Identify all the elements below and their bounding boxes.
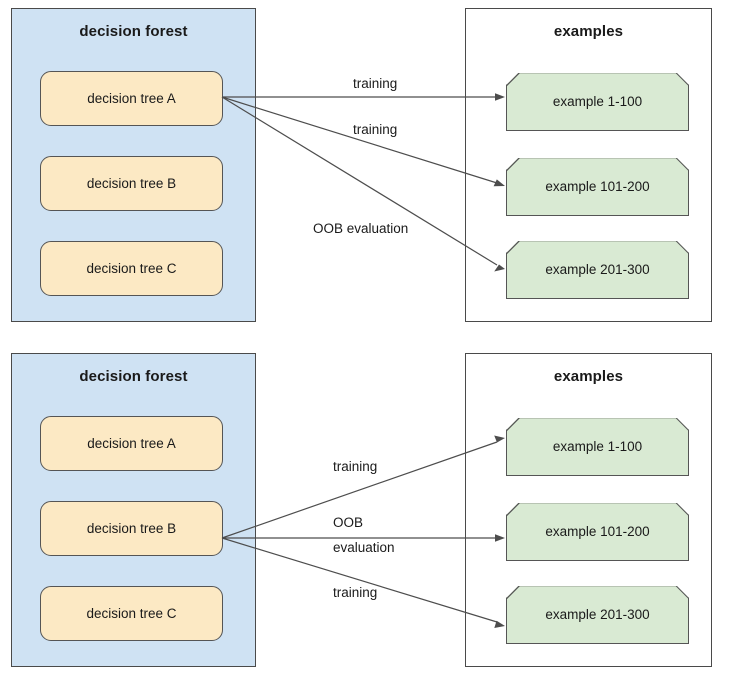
decision-tree-node-a[interactable]: decision tree A [40, 416, 223, 471]
example-node-label: example 101-200 [545, 179, 650, 194]
example-node-201-300[interactable]: example 201-300 [506, 241, 689, 299]
diagram-panel-tree-b: decision forest decision tree A decision… [0, 345, 737, 685]
decision-tree-node-c[interactable]: decision tree C [40, 241, 223, 296]
example-node-label: example 201-300 [545, 607, 650, 622]
edge-training-1 [221, 435, 505, 539]
edge-label-training-2: training [353, 122, 398, 137]
edge-label-training-2: training [333, 585, 378, 600]
example-node-101-200[interactable]: example 101-200 [506, 503, 689, 561]
example-node-1-100[interactable]: example 1-100 [506, 418, 689, 476]
example-node-1-100[interactable]: example 1-100 [506, 73, 689, 131]
examples-title: examples [553, 368, 624, 385]
decision-tree-node-b[interactable]: decision tree B [40, 156, 223, 211]
examples-container: examples example 1-100 example 101-200 e… [465, 353, 712, 667]
edge-label-oob-line2: evaluation [333, 540, 395, 555]
chamfer-top-edge-icon [506, 417, 690, 433]
example-node-label: example 1-100 [552, 439, 643, 454]
decision-forest-container: decision forest decision tree A decision… [11, 353, 256, 667]
example-node-label: example 101-200 [545, 524, 650, 539]
edge-label-training-1: training [353, 76, 398, 91]
edge-training-2 [221, 96, 505, 187]
edge-label-oob-evaluation: OOB evaluation [313, 221, 409, 236]
edge-label-training-1: training [333, 459, 378, 474]
example-node-label: example 1-100 [552, 94, 643, 109]
decision-forest-title: decision forest [79, 23, 188, 40]
chamfer-top-edge-icon [506, 240, 690, 256]
decision-forest-title: decision forest [79, 368, 188, 385]
decision-tree-node-a[interactable]: decision tree A [40, 71, 223, 126]
chamfer-top-edge-icon [506, 72, 690, 88]
example-node-201-300[interactable]: example 201-300 [506, 586, 689, 644]
decision-forest-container: decision forest decision tree A decision… [11, 8, 256, 322]
example-node-label: example 201-300 [545, 262, 650, 277]
chamfer-top-edge-icon [506, 157, 690, 173]
examples-container: examples example 1-100 example 101-200 e… [465, 8, 712, 322]
example-node-101-200[interactable]: example 101-200 [506, 158, 689, 216]
examples-title: examples [553, 23, 624, 40]
decision-tree-node-b[interactable]: decision tree B [40, 501, 223, 556]
diagram-panel-tree-a: decision forest decision tree A decision… [0, 0, 737, 340]
edge-training-1 [222, 93, 505, 101]
edge-label-oob-line1: OOB [333, 515, 364, 530]
decision-tree-node-c[interactable]: decision tree C [40, 586, 223, 641]
chamfer-top-edge-icon [506, 585, 690, 601]
chamfer-top-edge-icon [506, 502, 690, 518]
